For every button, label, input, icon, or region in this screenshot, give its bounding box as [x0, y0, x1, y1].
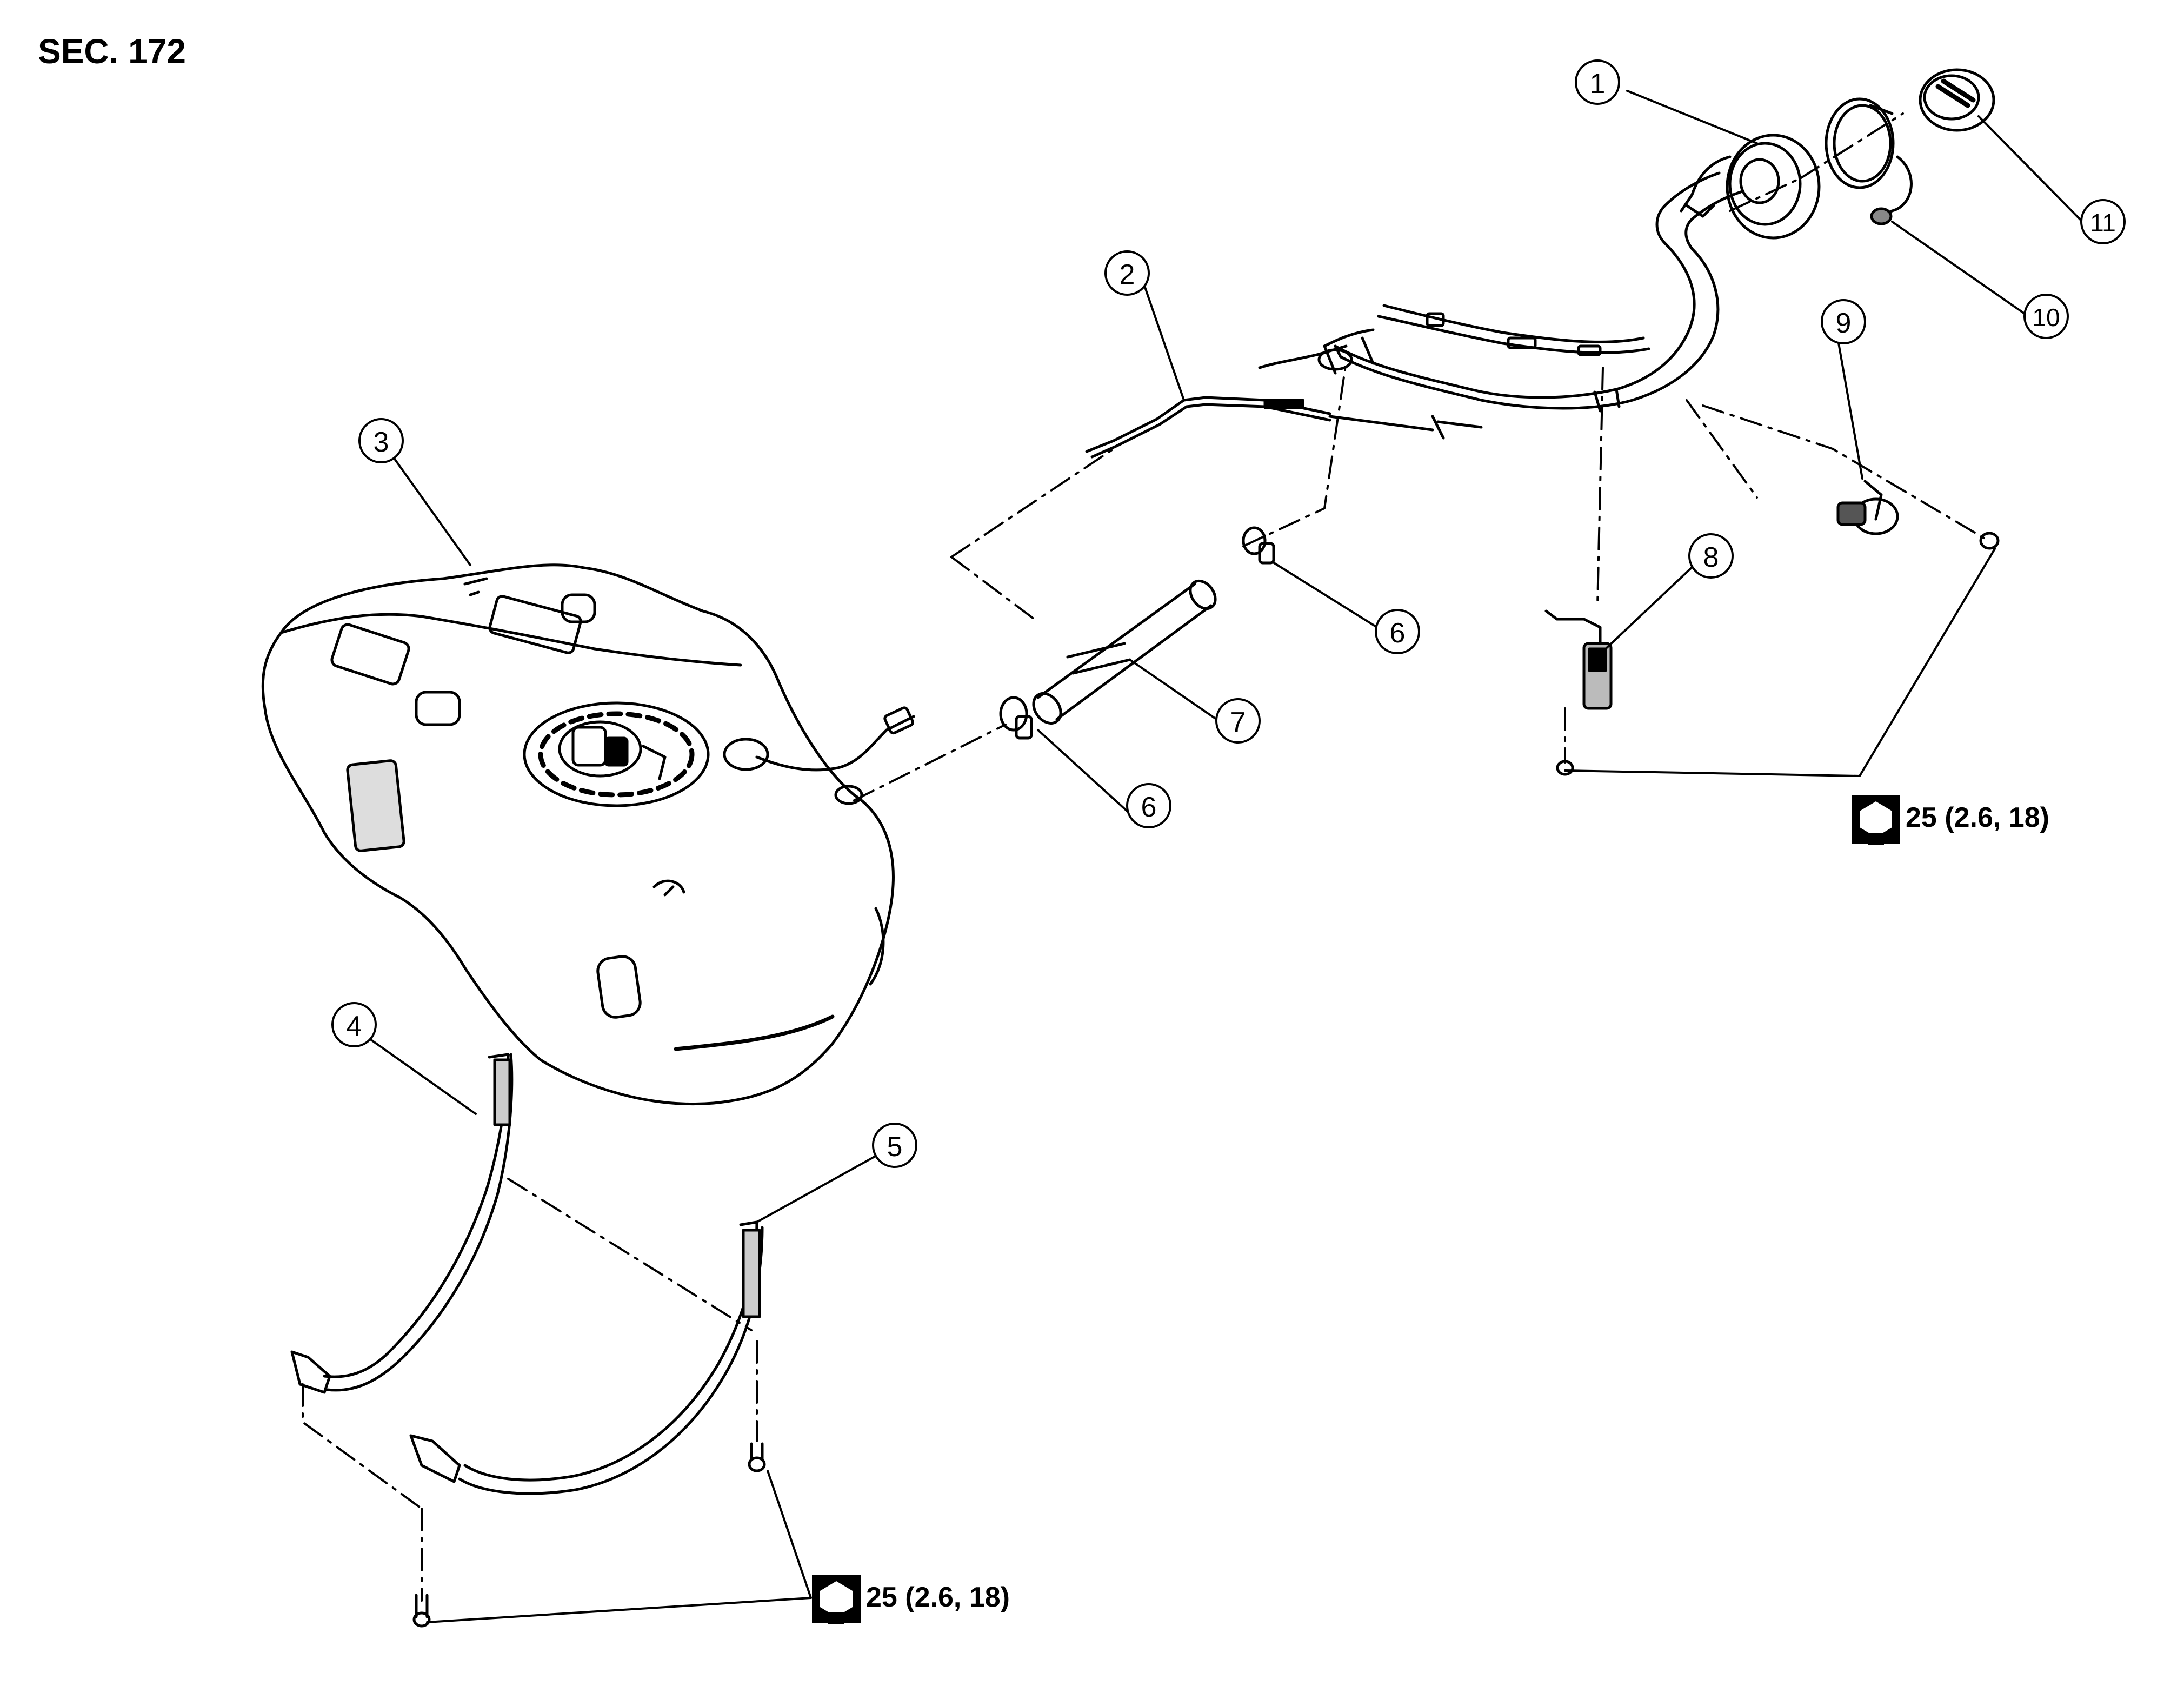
svg-text:1: 1 — [1590, 68, 1606, 99]
tightening-torque-icon — [812, 1575, 861, 1624]
svg-text:4: 4 — [347, 1011, 362, 1042]
callout-7: 7 — [1215, 698, 1261, 744]
svg-text:2: 2 — [1120, 259, 1135, 290]
filler-cup-drawing — [1680, 68, 1995, 240]
callout-3: 3 — [358, 418, 404, 463]
callout-8: 8 — [1688, 533, 1734, 579]
callout-2: 2 — [1104, 250, 1150, 296]
svg-text:7: 7 — [1230, 707, 1246, 738]
svg-text:9: 9 — [1836, 308, 1852, 339]
callout-6b: 6 — [1126, 783, 1171, 828]
svg-text:6: 6 — [1141, 792, 1157, 823]
torque-leader-lines — [426, 548, 1996, 1623]
torque-spec-upper: 25 (2.6, 18) — [1906, 802, 2049, 833]
svg-text:5: 5 — [887, 1131, 903, 1163]
filler-tube-drawing — [1085, 171, 1742, 459]
callout-1: 1 — [1575, 59, 1620, 105]
svg-text:8: 8 — [1703, 542, 1719, 573]
callout-leaders — [360, 90, 2082, 1223]
svg-text:3: 3 — [374, 427, 389, 458]
callout-10: 10 — [2023, 294, 2069, 339]
assembly-lines — [302, 112, 1985, 1602]
torque-spec-lower: 25 (2.6, 18) — [866, 1582, 1010, 1613]
callout-5: 5 — [872, 1123, 917, 1168]
callout-4: 4 — [331, 1002, 377, 1047]
brackets-drawing — [1544, 480, 2000, 776]
tightening-torque-icon — [1852, 795, 1900, 845]
callouts: 1 2 3 4 5 6 7 6 8 9 10 11 — [331, 59, 2126, 1168]
callout-11: 11 — [2080, 199, 2126, 244]
callout-6a: 6 — [1375, 609, 1420, 654]
callout-9: 9 — [1821, 299, 1866, 344]
mounting-bands-drawing — [290, 1053, 766, 1628]
fuel-tank-drawing — [261, 563, 915, 1106]
section-number: SEC. 172 — [38, 32, 186, 71]
svg-text:10: 10 — [2032, 303, 2060, 331]
svg-text:6: 6 — [1390, 618, 1406, 649]
svg-text:11: 11 — [2090, 209, 2116, 237]
